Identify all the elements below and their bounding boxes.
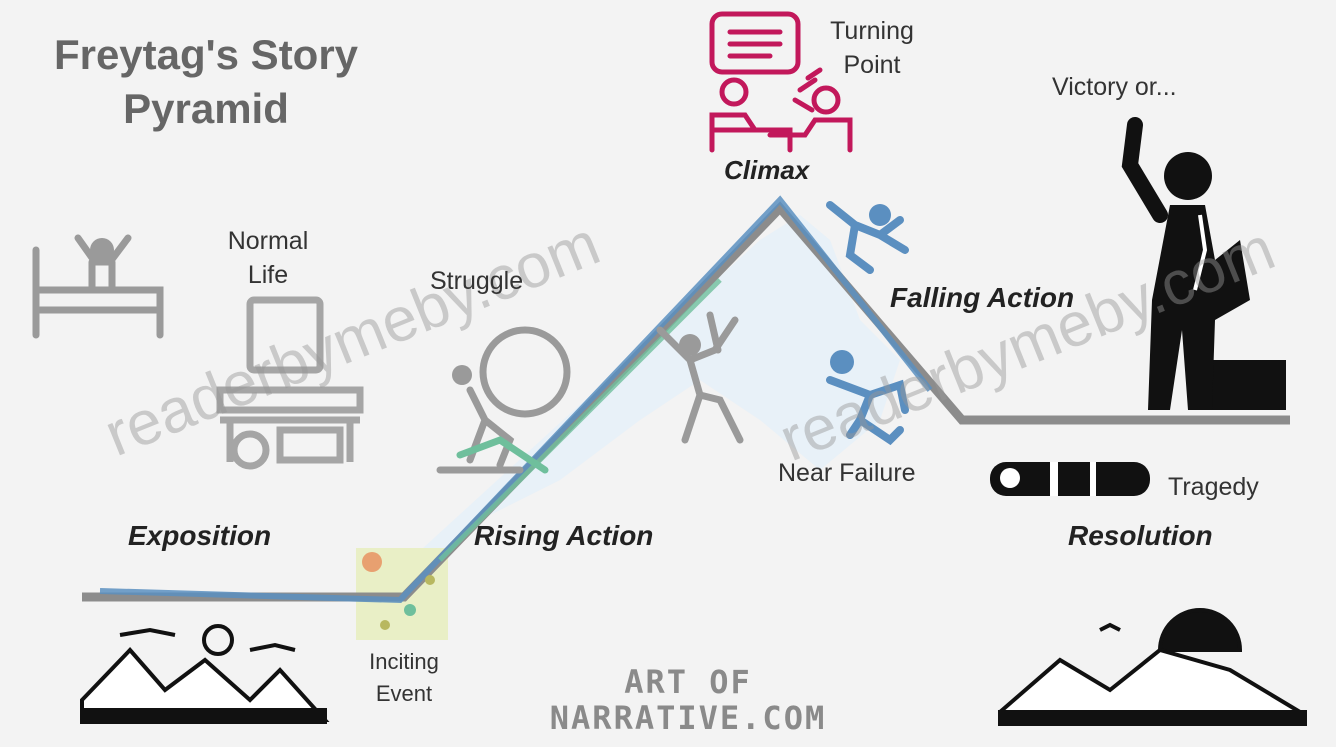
- desk-worker-icon: [216, 296, 364, 470]
- struggle-icon: [436, 326, 571, 474]
- note-turning-line1: Turning: [830, 17, 914, 45]
- note-victory: Victory or...: [1052, 73, 1177, 101]
- stage-falling-action: Falling Action: [890, 282, 1075, 313]
- note-inciting-event: Inciting Event: [344, 646, 464, 710]
- logo-line2: NARRATIVE.COM: [549, 699, 827, 737]
- diagram-title: Freytag's Story Pyramid: [26, 28, 386, 136]
- note-turning-line2: Point: [843, 51, 901, 79]
- bed-person-icon: [32, 234, 164, 339]
- falling-figure-icon: [826, 201, 909, 274]
- art-of-narrative-logo: ART OF NARRATIVE.COM: [548, 664, 828, 736]
- stage-resolution: Resolution: [1068, 520, 1213, 551]
- logo-line1: ART OF: [624, 663, 752, 701]
- stage-exposition: Exposition: [128, 520, 272, 551]
- note-normal-line1: Normal: [227, 227, 309, 255]
- note-turning-point: Turning Point: [812, 14, 932, 82]
- inciting-event-icon: [362, 552, 435, 630]
- turning-point-meeting-icon: [709, 11, 853, 153]
- sky-highlight: [410, 215, 900, 560]
- note-struggle: Struggle: [430, 267, 524, 295]
- title-line-1: Freytag's Story: [53, 31, 359, 78]
- note-normal-life: Normal Life: [208, 224, 328, 292]
- note-inciting-line1: Inciting: [369, 649, 439, 674]
- note-tragedy: Tragedy: [1168, 473, 1259, 501]
- note-near-failure: Near Failure: [778, 459, 916, 487]
- victory-figure-icon: [1121, 117, 1286, 410]
- tragedy-figure-icon: [990, 462, 1150, 496]
- stage-rising-action: Rising Action: [474, 520, 654, 551]
- note-inciting-line2: Event: [375, 681, 433, 706]
- mountain-landscape-left-icon: [80, 624, 330, 724]
- stage-climax: Climax: [724, 155, 810, 185]
- climber-icon: [656, 311, 744, 444]
- pyramid-blue-line: [99, 195, 933, 604]
- title-line-2: Pyramid: [123, 85, 289, 132]
- near-failure-icon: [826, 350, 909, 446]
- note-normal-line2: Life: [247, 261, 289, 289]
- pyramid-teal-line: [438, 278, 722, 562]
- mountain-landscape-right-icon: [998, 608, 1307, 726]
